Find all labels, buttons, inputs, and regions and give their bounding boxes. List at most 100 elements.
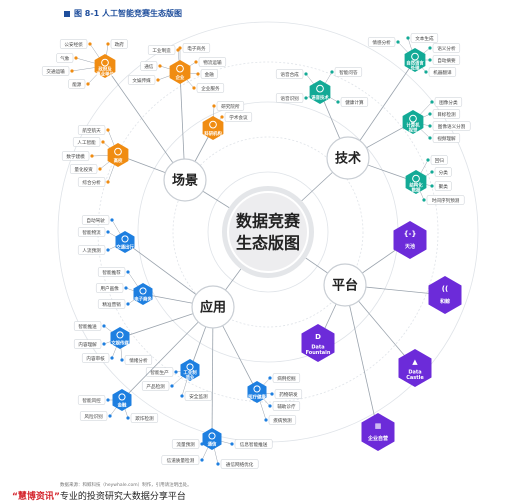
leaf-box <box>77 227 106 237</box>
datafountain-icon: D <box>315 333 321 341</box>
leaf-dot <box>194 60 198 64</box>
tech-hub-label: 自然语言处理 <box>406 59 424 71</box>
tech-leaf-label: 情感分析 <box>372 39 391 46</box>
app-leaf-label: 智能风控 <box>82 397 101 404</box>
leaf-box <box>216 101 244 111</box>
leaf-box <box>410 33 438 43</box>
quadrant-app-label: 应用 <box>200 300 226 316</box>
tech-leaf-label: 文本生成 <box>415 35 434 42</box>
brand-quote-close: ” <box>53 492 60 502</box>
leaf-box <box>268 415 296 425</box>
leaf-dot <box>176 48 180 52</box>
source-note: 数据来源：和鲸科技（heywhale.com）制作，引用请注明出处。 <box>60 483 192 488</box>
leaf-box <box>77 177 106 187</box>
tech-leaf-label: 回归 <box>435 157 445 164</box>
app-leaf-label: 辅助诊疗 <box>277 403 296 410</box>
leaf-box <box>77 125 106 135</box>
datacastle-icon: ▲ <box>412 358 418 366</box>
orbit-ring <box>207 171 329 293</box>
leaf-box <box>272 373 300 383</box>
app-leaf-label: 人流预测 <box>82 247 101 254</box>
tech-hub-icon <box>316 84 324 93</box>
scene-leaf-label: 工业制造 <box>152 47 171 54</box>
leaf-dot <box>180 394 184 398</box>
app-leaf-label: 疾病预测 <box>273 417 292 424</box>
leaf-box <box>124 355 152 365</box>
app-leaf-label: 信道质量检测 <box>167 457 195 464</box>
app-hub-label: 交通出行 <box>116 243 134 250</box>
leaf-box <box>368 37 396 47</box>
leaf-box <box>171 439 200 449</box>
tech-leaf-label: 智能问答 <box>339 69 358 76</box>
enterprise-icon: ▦ <box>375 422 382 430</box>
app-hub-label: 工业制造业 <box>183 369 197 381</box>
tech-leaf-label: 视频理解 <box>437 135 456 142</box>
leaf-dot <box>264 418 268 422</box>
leaf-dot <box>430 170 434 174</box>
leaf-box <box>224 112 252 122</box>
leaf-dot <box>304 96 308 100</box>
app-leaf-label: 用户画像 <box>100 285 119 292</box>
scene-leaf-label: 公安经侦 <box>64 41 83 48</box>
leaf-dot <box>106 128 110 132</box>
app-leaf-label: 内容理解 <box>78 341 97 348</box>
leaf-box <box>140 61 158 71</box>
tech-hub-icon <box>412 174 420 183</box>
leaf-dot <box>428 112 432 116</box>
leaf-box <box>434 181 452 191</box>
scene-group: 公安经侦政府气象交通运输能源政府及事业单位工业制造电子商务通信物流运输文娱传媒金… <box>42 39 252 187</box>
leaf-dot <box>106 230 110 234</box>
scene-leaf-label: 能源 <box>72 81 82 88</box>
platform-spoke <box>344 284 379 433</box>
app-leaf-label: 情绪分析 <box>129 357 148 364</box>
leaf-dot <box>422 198 426 202</box>
leaf-box <box>69 164 98 174</box>
leaf-dot <box>74 56 78 60</box>
leaf-box <box>272 401 300 411</box>
tech-group: 文本生成语义分析自动摘要机器翻译情感分析自然语言处理语音合成智能问答语音识别健康… <box>276 33 471 205</box>
app-leaf-label: 安全监测 <box>189 393 208 400</box>
app-leaf-label: 精准营销 <box>102 301 121 308</box>
leaf-box <box>434 167 452 177</box>
tech-hub-icon <box>409 114 417 123</box>
scene-leaf-label: 数学建模 <box>66 153 85 160</box>
brand-quote-open: “ <box>12 492 18 502</box>
scene-hub-icon <box>101 58 109 67</box>
brand-name: 慧博资讯 <box>17 492 54 502</box>
leaf-box <box>73 321 102 331</box>
leaf-box <box>276 69 304 79</box>
leaf-box <box>81 215 110 225</box>
tech-leaf-label: 机器翻译 <box>433 69 452 76</box>
tech-leaf-label: 语义分析 <box>437 45 456 52</box>
scene-leaf-label: 企业服务 <box>201 85 220 92</box>
platform-hexagon <box>428 276 462 314</box>
leaf-dot <box>106 398 110 402</box>
leaf-box <box>161 455 200 465</box>
app-group: 自动驾驶智能物流人流预测交通出行智能推荐用户画像精准营销电子商务智能推送内容理解… <box>73 215 302 469</box>
platform-label: 和鲸 <box>439 298 450 305</box>
leaf-dot <box>336 100 340 104</box>
tech-leaf-label: 语音识别 <box>280 95 299 102</box>
app-hub-icon <box>253 385 261 393</box>
app-leaf-label: 产品检测 <box>146 383 165 390</box>
leaf-dot <box>106 248 110 252</box>
tech-leaf-label: 分类 <box>439 169 449 176</box>
leaf-dot <box>86 82 90 86</box>
leaf-dot <box>126 270 130 274</box>
leaf-dot <box>110 356 114 360</box>
leaf-box <box>130 413 158 423</box>
app-spoke <box>121 306 214 401</box>
leaf-box <box>428 67 456 77</box>
app-hub-icon <box>118 393 126 401</box>
leaf-dot <box>158 64 162 68</box>
quadrant-tech-label: 技术 <box>335 151 361 167</box>
brand-tagline: 专业的投资研究大数据分享平台 <box>59 492 186 502</box>
tech-hub-icon <box>411 52 419 61</box>
app-hub-label: 金融 <box>117 401 127 408</box>
quadrant-app-circle <box>191 285 235 329</box>
leaf-box <box>141 381 170 391</box>
scene-leaf-label: 物流运输 <box>203 59 222 66</box>
